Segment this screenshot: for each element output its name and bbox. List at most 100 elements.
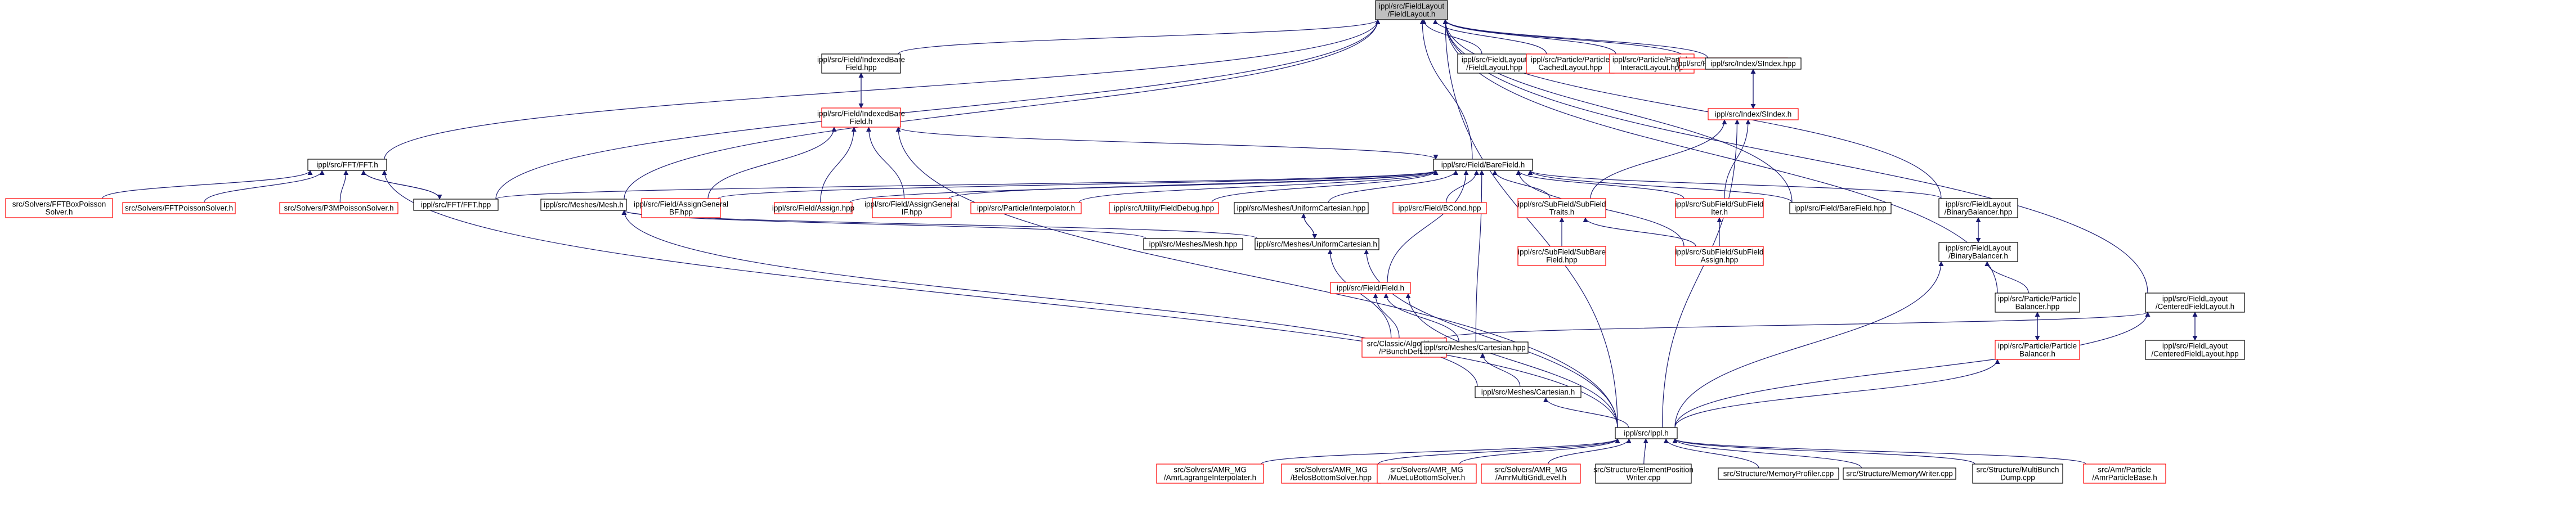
node-sindex-hpp[interactable]: ippl/src/Index/SIndex.hpp xyxy=(1705,57,1802,70)
edge-ippl_h-to-field_h xyxy=(1405,293,1618,428)
edge-binary_balancer_hpp-to-fieldlayout_h xyxy=(1442,19,1942,199)
node-label: /BinaryBalancer.hpp xyxy=(1945,208,2013,217)
node-label: Traits.h xyxy=(1549,208,1575,217)
node-label: ippl/src/Field/BareField.hpp xyxy=(1794,204,1887,213)
node-binary-balancer-h[interactable]: ippl/src/FieldLayout/BinaryBalancer.h xyxy=(1938,242,2018,262)
edge-ippl_h-to-fft_h xyxy=(382,170,1618,428)
edge-p3m-to-fft_h xyxy=(339,170,349,203)
node-barefield-hpp[interactable]: ippl/src/Field/BareField.hpp xyxy=(1789,202,1892,214)
node-box xyxy=(2145,292,2245,313)
node-fielddebug[interactable]: ippl/src/Utility/FieldDebug.hpp xyxy=(1109,202,1219,214)
node-memory-writer[interactable]: src/Structure/MemoryWriter.cpp xyxy=(1843,467,1956,480)
node-label: ippl/src/FFT/FFT.hpp xyxy=(421,201,491,209)
node-memory-profiler[interactable]: src/Structure/MemoryProfiler.cpp xyxy=(1718,467,1839,480)
node-label: /CenteredFieldLayout.h xyxy=(2156,303,2234,311)
node-field-h[interactable]: ippl/src/Field/Field.h xyxy=(1330,282,1411,294)
node-particle-cached[interactable]: ippl/src/Particle/ParticleCachedLayout.h… xyxy=(1526,53,1615,74)
node-label: ippl/src/Field/BCond.hpp xyxy=(1398,204,1481,213)
node-sindex-h[interactable]: ippl/src/Index/SIndex.h xyxy=(1708,108,1799,120)
node-fftpoisson[interactable]: src/Solvers/FFTPoissonSolver.h xyxy=(122,202,236,214)
node-label: InteractLayout.hpp xyxy=(1620,64,1683,72)
edge-fieldlayout_hpp-to-fieldlayout_h xyxy=(1421,19,1482,55)
node-fft-h[interactable]: ippl/src/FFT/FFT.h xyxy=(307,159,387,171)
node-label: /PBunchDefs.h xyxy=(1379,348,1430,356)
node-uniformcart-h[interactable]: ippl/src/Meshes/UniformCartesian.h xyxy=(1255,238,1379,250)
edge-mesh_h-to-fieldlayout_h xyxy=(624,19,1381,200)
node-label: ippl/src/Meshes/Mesh.h xyxy=(544,201,624,209)
node-label: ippl/src/Field/BareField.h xyxy=(1441,161,1525,169)
node-label: Dump.cpp xyxy=(2000,474,2035,482)
node-fieldlayout-hpp[interactable]: ippl/src/FieldLayout/FieldLayout.hpp xyxy=(1457,53,1531,74)
edge-particle_balancer_hpp-to-binary_balancer_h xyxy=(1984,261,2029,294)
node-label: src/Solvers/AMR_MG xyxy=(1390,466,1463,474)
edge-amr_muelu-to-ippl_h xyxy=(1459,438,1620,465)
edge-ippl_h-to-cartesian_h xyxy=(1543,397,1629,428)
node-label: /BelosBottomSolver.hpp xyxy=(1291,474,1372,482)
edge-ippl_h-to-particle_balancer_h xyxy=(1674,359,2000,428)
node-binary-balancer-hpp[interactable]: ippl/src/FieldLayout/BinaryBalancer.hpp xyxy=(1938,198,2018,218)
node-interpolator[interactable]: ippl/src/Particle/Interpolator.h xyxy=(970,202,1082,214)
node-assign-hpp[interactable]: ippl/src/Field/Assign.hpp xyxy=(772,202,854,214)
node-amr-muelu[interactable]: src/Solvers/AMR_MG/MueLuBottomSolver.h xyxy=(1377,464,1477,484)
node-amr-lagrange[interactable]: src/Solvers/AMR_MG/AmrLagrangeInterpolat… xyxy=(1156,464,1264,484)
node-cartesian-h[interactable]: ippl/src/Meshes/Cartesian.h xyxy=(1475,386,1582,398)
node-box xyxy=(1995,292,2080,313)
node-box xyxy=(5,198,113,218)
node-centered-h[interactable]: ippl/src/FieldLayout/CenteredFieldLayout… xyxy=(2145,292,2245,313)
node-centered-hpp[interactable]: ippl/src/FieldLayout/CenteredFieldLayout… xyxy=(2145,340,2245,360)
node-mesh-h[interactable]: ippl/src/Meshes/Mesh.h xyxy=(540,199,627,211)
node-pbunchdefs[interactable]: src/Classic/Algorithms/PBunchDefs.h xyxy=(1361,338,1447,358)
node-barefield-h[interactable]: ippl/src/Field/BareField.h xyxy=(1433,159,1533,171)
edge-binary_balancer_hpp-to-barefield_h xyxy=(1527,170,1942,199)
node-fft-hpp[interactable]: ippl/src/FFT/FFT.hpp xyxy=(413,199,499,211)
node-label: src/Solvers/FFTPoissonSolver.h xyxy=(125,204,233,213)
node-fieldlayout-h: ippl/src/FieldLayout/FieldLayout.h xyxy=(1375,0,1448,20)
node-label: IF.hpp xyxy=(902,208,922,217)
node-label: ippl/src/Index/SIndex.h xyxy=(1715,110,1792,119)
edge-particle_cached-to-fieldlayout_h xyxy=(1432,19,1547,55)
node-bcond[interactable]: ippl/src/Field/BCond.hpp xyxy=(1392,202,1487,214)
node-amr-gridlevel[interactable]: src/Solvers/AMR_MG/AmrMultiGridLevel.h xyxy=(1481,464,1581,484)
node-uniformcart-hpp[interactable]: ippl/src/Meshes/UniformCartesian.hpp xyxy=(1234,202,1369,214)
node-box xyxy=(774,202,853,214)
node-particle-interact[interactable]: ippl/src/Particle/ParticleInteractLayout… xyxy=(1609,53,1695,74)
node-box xyxy=(1481,464,1581,484)
node-amr-particle-base[interactable]: src/Amr/Particle/AmrParticleBase.h xyxy=(2083,464,2166,484)
node-label: src/Structure/MemoryProfiler.cpp xyxy=(1723,470,1834,478)
node-box xyxy=(413,199,499,211)
node-mesh-hpp[interactable]: ippl/src/Meshes/Mesh.hpp xyxy=(1143,238,1243,250)
node-amr-belos[interactable]: src/Solvers/AMR_MG/BelosBottomSolver.hpp xyxy=(1281,464,1381,484)
node-cartesian-hpp[interactable]: ippl/src/Meshes/Cartesian.hpp xyxy=(1421,341,1529,354)
node-label: ippl/src/SubField/SubBare xyxy=(1518,248,1606,256)
node-label: ippl/src/Particle/Particle xyxy=(1998,295,2077,303)
node-label: ippl/src/FieldLayout xyxy=(1946,244,2011,253)
node-label: /AmrParticleBase.h xyxy=(2092,474,2157,482)
node-p3m[interactable]: src/Solvers/P3MPoissonSolver.h xyxy=(279,202,398,214)
node-box xyxy=(1615,427,1678,439)
edge-assign_general_if-to-indexed_bare_h xyxy=(866,127,905,199)
node-label: /CenteredFieldLayout.hpp xyxy=(2151,350,2238,358)
node-ippl-h[interactable]: ippl/src/Ippl.h xyxy=(1615,427,1678,439)
node-box xyxy=(1675,246,1764,266)
node-box xyxy=(1156,464,1264,484)
edge-assign_general_if-to-barefield_h xyxy=(948,170,1439,199)
node-label: ippl/src/FieldLayout xyxy=(1379,2,1445,11)
edge-amr_belos-to-ippl_h xyxy=(1378,438,1620,465)
node-box xyxy=(1595,464,1692,484)
node-label: ippl/src/Field/AssignGeneral xyxy=(864,200,959,209)
edge-subfield_assign-to-subfield_traits xyxy=(1583,217,1696,247)
node-label: ippl/src/Field/Field.h xyxy=(1337,284,1404,292)
